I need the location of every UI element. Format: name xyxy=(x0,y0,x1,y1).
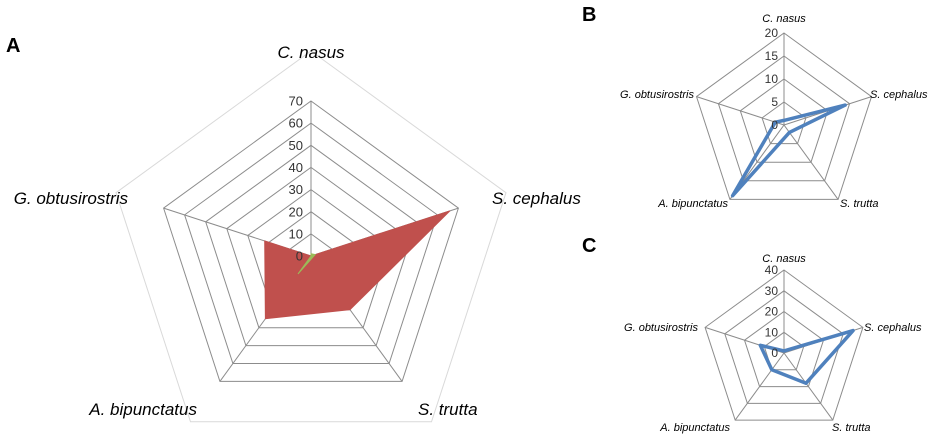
radar-tick-label: 20 xyxy=(289,204,303,219)
radar-spoke-s-trutta xyxy=(783,352,834,421)
radar-grid-ring xyxy=(763,331,805,371)
radar-tick-label: 20 xyxy=(765,305,779,319)
radar-tick-label: 15 xyxy=(765,49,779,63)
radar-axis-label-s-cephalus: S. cephalus xyxy=(492,189,581,208)
radar-tick-label: 70 xyxy=(289,94,303,109)
radar-tick-label: 0 xyxy=(771,346,778,360)
radar-axis-label-s-trutta: S. trutta xyxy=(418,400,478,419)
radar-outer-frame xyxy=(115,50,507,423)
radar-axis-label-a-bipunctatus: A. bipunctatus xyxy=(659,422,730,434)
radar-series-line-0 xyxy=(758,328,855,385)
radar-series-area-1 xyxy=(297,253,317,275)
radar-grid-ring xyxy=(205,144,417,347)
radar-grid-ring xyxy=(724,290,844,404)
radar-grid-ring xyxy=(743,310,825,388)
radar-tick-label: 20 xyxy=(765,26,779,40)
radar-chart-a: 0 10 20 30 40 50 60 70 C. nasus S. cephalus S. tru… xyxy=(14,43,581,423)
radar-tick-label: 0 xyxy=(296,249,303,264)
radar-tick-label: 30 xyxy=(289,182,303,197)
panel-letter-c: C xyxy=(582,235,596,257)
radar-grid-ring xyxy=(226,166,396,329)
panel-letter-a: A xyxy=(6,35,20,57)
radar-axis-label-s-trutta: S. trutta xyxy=(832,422,871,434)
radar-tick-label: 60 xyxy=(289,116,303,131)
radar-grid-ring xyxy=(184,122,438,364)
radar-axis-label-s-cephalus: S. cephalus xyxy=(864,322,922,334)
radar-chart-c: 0 10 20 30 40C. nasus S. cephalus S. trutta A. … xyxy=(624,253,922,434)
radar-grid-ring xyxy=(695,32,873,200)
radar-grid-ring xyxy=(163,100,459,382)
radar-axis-label-g-obtusirostris: G. obtusirostris xyxy=(620,89,694,101)
radar-tick-label: 50 xyxy=(289,138,303,153)
radar-tick-label: 40 xyxy=(765,263,779,277)
panel-letter-b: B xyxy=(582,4,596,26)
radar-tick-label: 10 xyxy=(765,325,779,339)
radar-grid-ring xyxy=(717,55,851,182)
radar-spoke-s-trutta xyxy=(783,124,839,200)
radar-axis-label-s-cephalus: S. cephalus xyxy=(870,89,928,101)
radar-axis-label-c-nasus: C. nasus xyxy=(762,13,806,25)
radar-axis-label-c-nasus: C. nasus xyxy=(277,43,345,62)
radar-series-area-0 xyxy=(264,210,451,320)
radar-axis-label-g-obtusirostris: G. obtusirostris xyxy=(14,189,129,208)
radar-axis-label-a-bipunctatus: A. bipunctatus xyxy=(88,400,197,419)
radar-tick-label: 0 xyxy=(771,118,778,132)
radar-axis-label-c-nasus: C. nasus xyxy=(762,253,806,265)
radar-tick-label: 5 xyxy=(771,95,778,109)
radar-tick-label: 10 xyxy=(289,226,303,241)
radar-axis-label-a-bipunctatus: A. bipunctatus xyxy=(657,198,728,210)
radar-tick-label: 10 xyxy=(765,72,779,86)
radar-grid-ring xyxy=(704,269,864,421)
radar-spoke-a-bipunctatus xyxy=(734,352,785,421)
radar-spoke-g-obtusirostris xyxy=(696,96,785,126)
radar-series-line-0 xyxy=(730,103,847,198)
radar-chart-b: 0 5 10 15 20C. nasus S. cephalus S. trutta A. b… xyxy=(620,13,928,210)
radar-tick-label: 30 xyxy=(765,284,779,298)
radar-axis-label-g-obtusirostris: G. obtusirostris xyxy=(624,322,698,334)
radar-tick-label: 40 xyxy=(289,160,303,175)
radar-axis-label-s-trutta: S. trutta xyxy=(840,198,879,210)
radar-grid-ring xyxy=(739,78,829,163)
